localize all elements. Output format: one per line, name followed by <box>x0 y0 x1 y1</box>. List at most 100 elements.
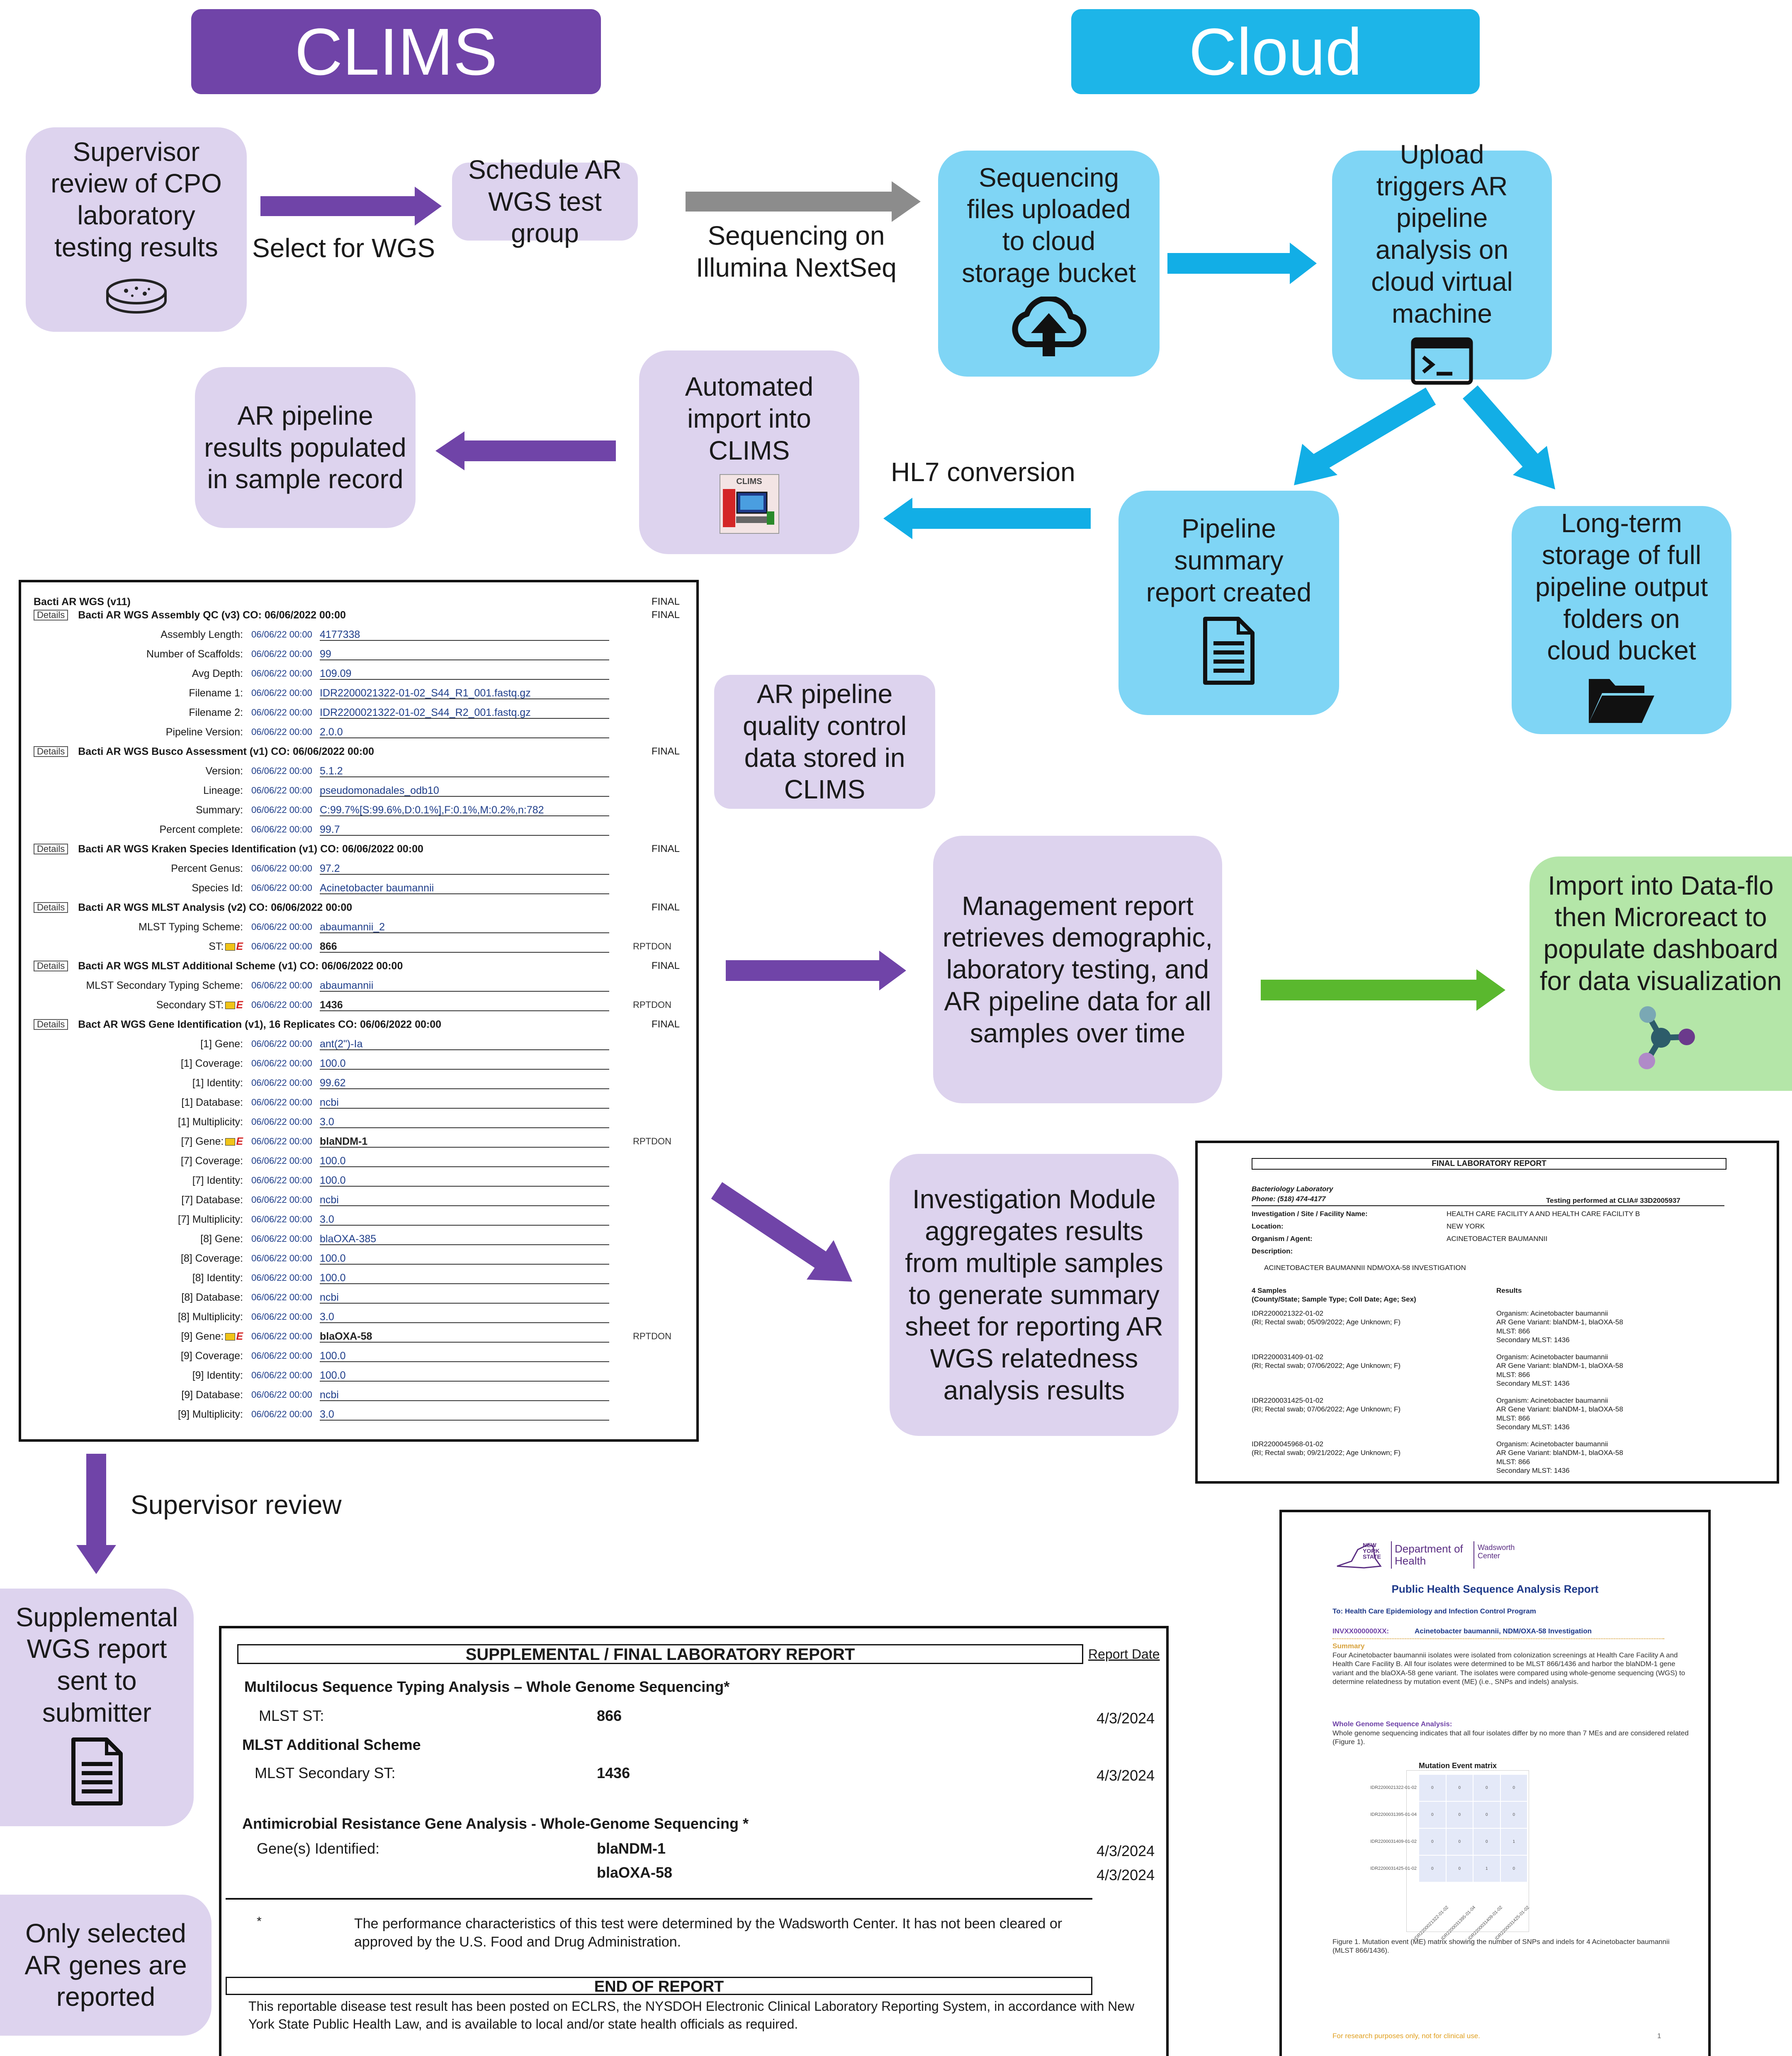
lims-row-date: 06/06/22 00:00 <box>251 1311 312 1322</box>
lims-row-date: 06/06/22 00:00 <box>251 1253 312 1263</box>
matrix-cell: 0 <box>1473 1828 1500 1855</box>
lims-row-value[interactable]: 100.0 <box>320 1369 609 1382</box>
lims-row-value[interactable]: 3.0 <box>320 1408 609 1421</box>
matrix-cell: 0 <box>1446 1801 1473 1828</box>
lims-row-value[interactable]: ncbi <box>320 1194 609 1206</box>
final-report-field-label: Location: <box>1252 1222 1284 1230</box>
lims-row-value[interactable]: abaumannii_2 <box>320 921 609 933</box>
lims-section-title: Bacti AR WGS MLST Additional Scheme (v1)… <box>78 960 403 972</box>
edit-flag-icon[interactable] <box>225 1138 236 1146</box>
lims-row-value[interactable]: ncbi <box>320 1389 609 1401</box>
lims-title-row: Bacti AR WGS (v11) FINAL <box>34 595 680 609</box>
lims-row-value[interactable]: 100.0 <box>320 1155 609 1167</box>
phsar-inv-id: INVXX000000XX: <box>1332 1627 1389 1635</box>
sample-id: IDR2200031425-01-02 <box>1252 1397 1323 1404</box>
lims-row-value[interactable]: 5.1.2 <box>320 765 609 777</box>
phsar-wgs-text: Whole genome sequencing indicates that a… <box>1332 1729 1689 1746</box>
details-button[interactable]: Details <box>34 746 68 757</box>
lims-row-date: 06/06/22 00:00 <box>251 688 312 698</box>
lims-row-value[interactable]: 100.0 <box>320 1174 609 1187</box>
matrix-cell: 0 <box>1419 1855 1446 1882</box>
lims-row-value[interactable]: abaumannii <box>320 979 609 992</box>
lims-row-value[interactable]: blaNDM-1 <box>320 1135 609 1148</box>
lims-row-value[interactable]: 4177338 <box>320 628 609 641</box>
lims-row-value[interactable]: blaOXA-58 <box>320 1330 609 1343</box>
lims-row-date: 06/06/22 00:00 <box>251 922 312 932</box>
supp-amr-head: Antimicrobial Resistance Gene Analysis -… <box>242 1815 749 1832</box>
lims-row-label: Percent complete: <box>159 823 243 835</box>
lims-row-value[interactable]: ncbi <box>320 1096 609 1109</box>
supp-note: The performance characteristics of this … <box>354 1916 1063 1950</box>
lims-row-value[interactable]: 3.0 <box>320 1116 609 1128</box>
lims-row-value[interactable]: 109.09 <box>320 667 609 680</box>
phsar-inv-title: Acinetobacter baumannii, NDM/OXA-58 Inve… <box>1415 1627 1592 1635</box>
sample-result-line: MLST: 866 <box>1496 1457 1530 1466</box>
supp-title: SUPPLEMENTAL / FINAL LABORATORY REPORT <box>237 1644 1083 1664</box>
lims-section-status: FINAL <box>651 960 680 971</box>
details-button[interactable]: Details <box>34 1019 68 1030</box>
lims-row-value[interactable]: 100.0 <box>320 1252 609 1265</box>
microreact-logo-icon <box>1624 1005 1698 1078</box>
edit-mark[interactable]: E <box>236 1330 243 1342</box>
lims-row-date: 06/06/22 00:00 <box>251 863 312 873</box>
details-button[interactable]: Details <box>34 610 68 620</box>
lims-row-value[interactable]: 100.0 <box>320 1350 609 1362</box>
phsar-to: To: Health Care Epidemiology and Infecti… <box>1332 1607 1536 1615</box>
lims-title: Bacti AR WGS (v11) <box>34 596 131 608</box>
lims-row-value[interactable]: 3.0 <box>320 1213 609 1226</box>
edit-mark[interactable]: E <box>236 999 243 1011</box>
lims-row-value[interactable]: Acinetobacter baumannii <box>320 882 609 894</box>
lims-row-value[interactable]: C:99.7%[S:99.6%,D:0.1%],F:0.1%,M:0.2%,n:… <box>320 804 609 816</box>
lims-section-header: Details Bacti AR WGS MLST Additional Sche… <box>34 959 680 973</box>
arrow-to-investigation <box>711 1182 852 1282</box>
lims-row-value[interactable]: ncbi <box>320 1291 609 1304</box>
final-report-clia: Testing performed at CLIA# 33D2005937 <box>1546 1197 1680 1204</box>
edit-mark[interactable]: E <box>236 940 243 952</box>
edit-flag-icon[interactable] <box>225 1333 236 1341</box>
lims-row-label: [1] Database: <box>181 1096 243 1108</box>
lims-row-value[interactable]: 100.0 <box>320 1057 609 1070</box>
edit-mark[interactable]: E <box>236 1135 243 1147</box>
arrow-supervisor-review <box>76 1454 116 1574</box>
lims-row-value[interactable]: 3.0 <box>320 1311 609 1323</box>
lims-row-value[interactable]: 2.0.0 <box>320 726 609 738</box>
lims-row-label: [8] Identity: <box>192 1272 243 1284</box>
details-button[interactable]: Details <box>34 844 68 854</box>
supplemental-document-icon <box>70 1736 124 1814</box>
phsar-wgs-head: Whole Genome Sequence Analysis: <box>1332 1720 1452 1728</box>
sequencing-label: Sequencing on Illumina NextSeq <box>696 221 897 282</box>
sample-desc: (RI; Rectal swab; 05/09/2022; Age Unknow… <box>1252 1318 1401 1326</box>
details-button[interactable]: Details <box>34 902 68 913</box>
lims-row-value[interactable]: 97.2 <box>320 862 609 875</box>
matrix-cell: 0 <box>1446 1774 1473 1801</box>
supplemental-box: Supplemental WGS report sent to submitte… <box>0 1589 194 1826</box>
matrix-cell: 0 <box>1473 1774 1500 1801</box>
clims-header: CLIMS <box>191 9 601 94</box>
lims-row-value[interactable]: blaOXA-385 <box>320 1233 609 1245</box>
final-report-field-label: Organism / Agent: <box>1252 1235 1313 1243</box>
lims-row-value[interactable]: pseudomonadales_odb10 <box>320 784 609 797</box>
edit-flag-icon[interactable] <box>225 1001 236 1009</box>
lims-row-value[interactable]: 99 <box>320 648 609 660</box>
sample-result-line: Organism: Acinetobacter baumannii <box>1496 1440 1608 1448</box>
lims-row-value[interactable]: 1436 <box>320 999 609 1011</box>
lims-row-value[interactable]: 100.0 <box>320 1272 609 1284</box>
lims-row-date: 06/06/22 00:00 <box>251 1156 312 1166</box>
only-selected-box: Only selected AR genes are reported <box>0 1895 212 2036</box>
lims-row-label: Pipeline Version: <box>165 726 243 738</box>
lims-row-value[interactable]: ant(2")-Ia <box>320 1038 609 1050</box>
lims-row-value[interactable]: 99.7 <box>320 823 609 836</box>
lims-row-value[interactable]: IDR2200021322-01-02_S44_R1_001.fastq.gz <box>320 687 609 699</box>
details-button[interactable]: Details <box>34 961 68 971</box>
lims-row-value[interactable]: IDR2200021322-01-02_S44_R2_001.fastq.gz <box>320 706 609 719</box>
lims-row-value[interactable]: 866 <box>320 940 609 953</box>
edit-flag-icon[interactable] <box>225 943 236 951</box>
sample-result-line: AR Gene Variant: blaNDM-1, blaOXA-58 <box>1496 1318 1623 1326</box>
lims-row-value[interactable]: 99.62 <box>320 1077 609 1089</box>
